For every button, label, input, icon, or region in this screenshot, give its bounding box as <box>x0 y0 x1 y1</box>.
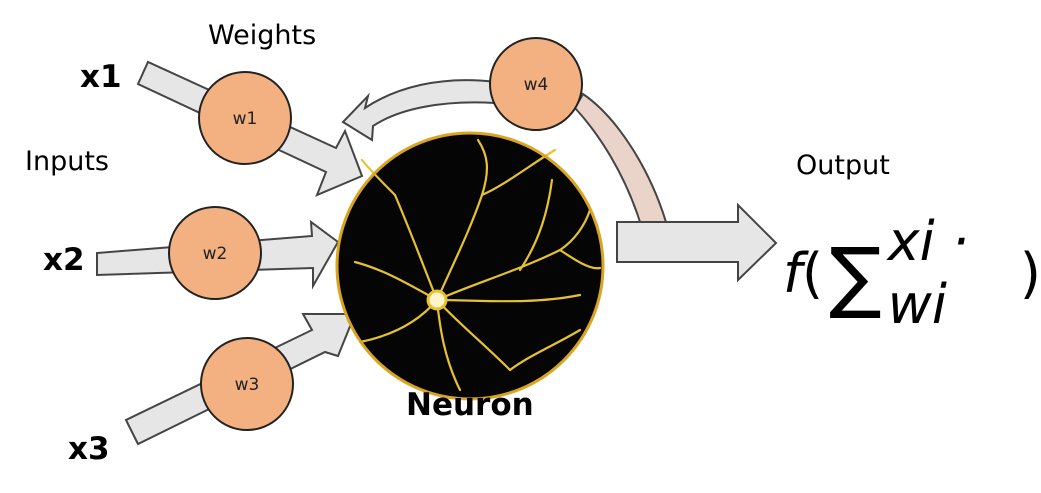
formula-term: xi · wi <box>887 210 969 336</box>
inputs-label: Inputs <box>25 146 109 177</box>
weight-node-w2: w2 <box>168 206 262 300</box>
formula-function: f <box>783 241 803 305</box>
input-label-x1: x1 <box>80 59 122 95</box>
formula-sigma: ∑ <box>829 232 882 322</box>
input-label-x3: x3 <box>68 431 110 467</box>
output-formula: f ( ∑ xi · wi ) <box>783 210 1041 336</box>
weight-label-w4: w4 <box>524 75 549 95</box>
neuron <box>335 131 605 401</box>
output-arrow <box>616 202 778 283</box>
neuron-body <box>337 133 603 399</box>
weight-label-w3: w3 <box>235 375 260 395</box>
neuron-ring <box>335 131 605 401</box>
weights-label: Weights <box>208 20 317 51</box>
weight-node-w4: w4 <box>489 37 583 131</box>
input-label-x2: x2 <box>43 242 85 278</box>
weight-node-w1: w1 <box>198 71 292 165</box>
output-label: Output <box>796 150 890 181</box>
weight-label-w1: w1 <box>233 109 258 129</box>
neuron-label: Neuron <box>406 387 534 423</box>
formula-open-paren: ( <box>802 241 824 305</box>
formula-close-paren: ) <box>1019 241 1041 305</box>
neuron-soma <box>426 289 448 311</box>
feedback-arrow <box>341 79 499 142</box>
weight-node-w3: w3 <box>200 337 294 431</box>
weight-label-w2: w2 <box>203 244 228 264</box>
